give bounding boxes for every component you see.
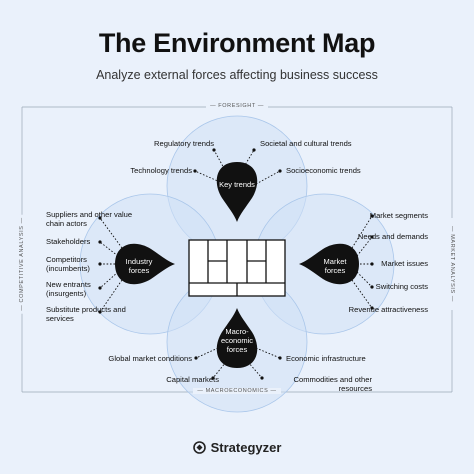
market-forces-drop <box>299 243 359 285</box>
macro-force-item: Commodities and other resources <box>293 375 372 394</box>
key-trends-drop <box>216 162 258 222</box>
market-force-item: Switching costs <box>375 282 428 291</box>
macro-forces-drop <box>216 308 258 368</box>
industry-forces-label: Industry forces <box>125 257 153 275</box>
market-force-item: Market issues <box>381 259 428 268</box>
market-forces-label: Market forces <box>323 257 347 275</box>
strategyzer-logo: Strategyzer <box>0 440 474 455</box>
industry-force-item: New entrants (insurgents) <box>46 280 91 299</box>
key-trend-item: Societal and cultural trends <box>260 139 352 148</box>
frame-label-left: — COMPETITIVE ANALYSIS — <box>19 214 25 314</box>
key-trend-item: Technology trends <box>130 166 192 175</box>
page-title: The Environment Map <box>98 28 376 58</box>
key-trend-item: Socioeconomic trends <box>286 166 361 175</box>
industry-force-item: Substitute products and services <box>46 305 126 324</box>
industry-forces-drop <box>115 243 175 285</box>
macro-force-item: Capital markets <box>166 375 219 384</box>
market-force-item: Needs and demands <box>357 232 428 241</box>
macro-force-item: Global market conditions <box>108 354 192 363</box>
market-force-item: Revenue attractiveness <box>348 305 428 314</box>
key-trend-item: Regulatory trends <box>154 139 214 148</box>
market-force-item: Market segments <box>369 211 428 220</box>
business-model-canvas-icon <box>188 239 286 297</box>
industry-force-item: Competitors (incumbents) <box>46 255 90 274</box>
strategyzer-logo-icon <box>192 441 206 454</box>
macro-force-item: Economic infrastructure <box>286 354 366 363</box>
macro-forces-label: Macro-economic forces <box>220 327 254 354</box>
frame-lines <box>21 106 453 393</box>
brand-name: Strategyzer <box>210 440 282 455</box>
industry-force-item: Suppliers and other value chain actors <box>46 210 133 229</box>
connector-dots <box>98 148 374 380</box>
frame-label-bottom: — MACROECONOMICS — <box>0 388 474 394</box>
page-subtitle: Analyze external forces affecting busine… <box>96 68 378 82</box>
key-trends-label: Key trends <box>219 180 255 189</box>
frame-label-right: — MARKET ANALYSIS — <box>449 222 455 306</box>
frame-label-top: — FORESIGHT — <box>0 103 474 109</box>
industry-force-item: Stakeholders <box>46 237 91 246</box>
